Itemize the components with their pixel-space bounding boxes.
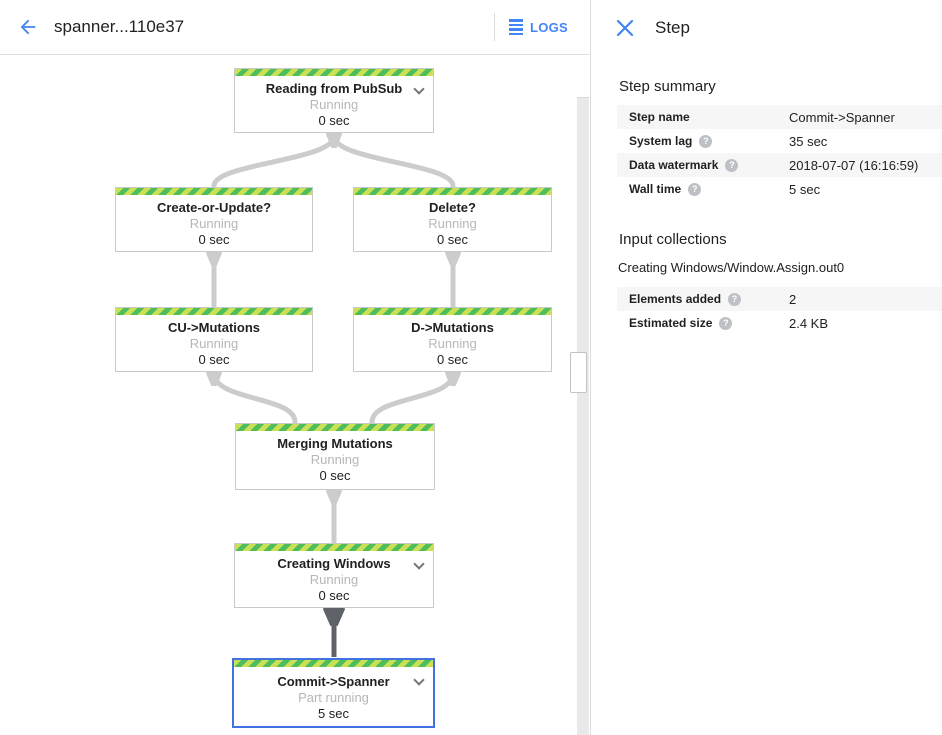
graph-node-d-mutations[interactable]: D->Mutations Running 0 sec (353, 307, 552, 372)
node-title: Merging Mutations (277, 436, 393, 451)
job-title: spanner...110e37 (54, 17, 185, 36)
step-panel: Step Step summary Step name Commit->Span… (590, 0, 942, 735)
node-time: 0 sec (436, 232, 469, 247)
node-time: 0 sec (436, 352, 469, 367)
node-title: D->Mutations (411, 320, 494, 335)
back-button[interactable] (8, 7, 48, 47)
node-title: CU->Mutations (167, 320, 261, 335)
node-status: Running (428, 216, 477, 231)
table-row: Data watermark 2018-07-07 (16:16:59) (617, 153, 942, 177)
help-icon[interactable] (688, 182, 702, 196)
node-title: Creating Windows (277, 556, 391, 571)
row-label: Step name (629, 110, 690, 124)
table-row: Estimated size 2.4 KB (617, 311, 942, 335)
node-status: Running (189, 336, 239, 351)
running-stripe (234, 660, 433, 667)
chevron-down-icon[interactable] (414, 85, 422, 93)
node-time: 5 sec (317, 706, 350, 721)
running-stripe (236, 424, 434, 431)
table-row: Step name Commit->Spanner (617, 105, 942, 129)
logs-list-icon (508, 19, 523, 35)
input-collection-name: Creating Windows/Window.Assign.out0 (618, 260, 845, 275)
graph-node-reading-from-pubsub[interactable]: Reading from PubSub Running 0 sec (234, 68, 434, 133)
chevron-down-icon[interactable] (414, 676, 422, 684)
running-stripe (235, 544, 433, 551)
node-status: Running (189, 216, 239, 231)
row-label: Data watermark (629, 158, 789, 172)
graph-node-creating-windows[interactable]: Creating Windows Running 0 sec (234, 543, 434, 608)
input-collections-table: Elements added 2 Estimated size 2.4 KB (617, 287, 942, 335)
help-icon[interactable] (699, 134, 713, 148)
panel-title: Step (655, 17, 690, 37)
row-value: 35 sec (789, 133, 828, 149)
help-icon[interactable] (728, 292, 742, 306)
node-time: 0 sec (318, 588, 350, 603)
running-stripe (116, 188, 312, 195)
running-stripe (235, 69, 433, 76)
node-title: Create-or-Update? (156, 200, 272, 215)
graph-edges (206, 133, 461, 657)
logs-button-label: LOGS (529, 19, 568, 35)
graph-node-delete[interactable]: Delete? Running 0 sec (353, 187, 552, 252)
graph-node-cu-mutations[interactable]: CU->Mutations Running 0 sec (115, 307, 313, 372)
node-status: Running (428, 336, 477, 351)
row-label: System lag (629, 134, 789, 148)
canvas-scrollbar-track[interactable] (577, 97, 589, 735)
node-time: 0 sec (319, 468, 351, 483)
top-bar: spanner...110e37 LOGS (0, 0, 590, 55)
graph-node-create-or-update[interactable]: Create-or-Update? Running 0 sec (115, 187, 313, 252)
row-value: 2018-07-07 (16:16:59) (789, 157, 919, 173)
row-label: Estimated size (629, 316, 789, 330)
running-stripe (354, 308, 551, 315)
node-title: Delete? (429, 200, 476, 215)
node-title: Commit->Spanner (277, 674, 390, 689)
table-row: Wall time 5 sec (617, 177, 942, 201)
help-icon[interactable] (719, 316, 733, 330)
row-value: 5 sec (789, 181, 821, 197)
step-summary-heading: Step summary (619, 78, 716, 95)
node-status: Running (309, 97, 359, 112)
row-value: Commit->Spanner (789, 109, 895, 125)
table-row: Elements added 2 (617, 287, 942, 311)
node-status: Part running (298, 690, 369, 705)
back-arrow-icon (20, 19, 36, 35)
job-graph-canvas: Reading from PubSub Running 0 sec Create… (0, 55, 590, 735)
row-label: Elements added (629, 292, 789, 306)
chevron-down-icon[interactable] (414, 560, 422, 568)
running-stripe (354, 188, 551, 195)
help-icon[interactable] (725, 158, 739, 172)
node-time: 0 sec (198, 232, 230, 247)
input-collections-heading: Input collections (619, 231, 727, 248)
logs-button[interactable]: LOGS (508, 19, 568, 35)
row-value: 2.4 KB (789, 315, 829, 331)
step-panel-header: Step (591, 0, 942, 55)
row-value: 2 (789, 291, 797, 307)
graph-node-merging-mutations[interactable]: Merging Mutations Running 0 sec (235, 423, 435, 490)
row-label: Wall time (629, 182, 789, 196)
step-summary-table: Step name Commit->Spanner System lag 35 … (617, 105, 942, 201)
running-stripe (116, 308, 312, 315)
close-panel-button[interactable] (605, 8, 645, 48)
canvas-scrollbar-handle[interactable] (570, 352, 587, 393)
node-status: Running (310, 452, 360, 467)
toolbar-divider (493, 13, 495, 41)
node-time: 0 sec (318, 113, 350, 128)
node-title: Reading from PubSub (265, 81, 403, 96)
graph-node-commit-spanner-selected[interactable]: Commit->Spanner Part running 5 sec (232, 658, 435, 728)
close-icon (616, 19, 634, 36)
node-status: Running (309, 572, 359, 587)
node-time: 0 sec (198, 352, 230, 367)
table-row: System lag 35 sec (617, 129, 942, 153)
